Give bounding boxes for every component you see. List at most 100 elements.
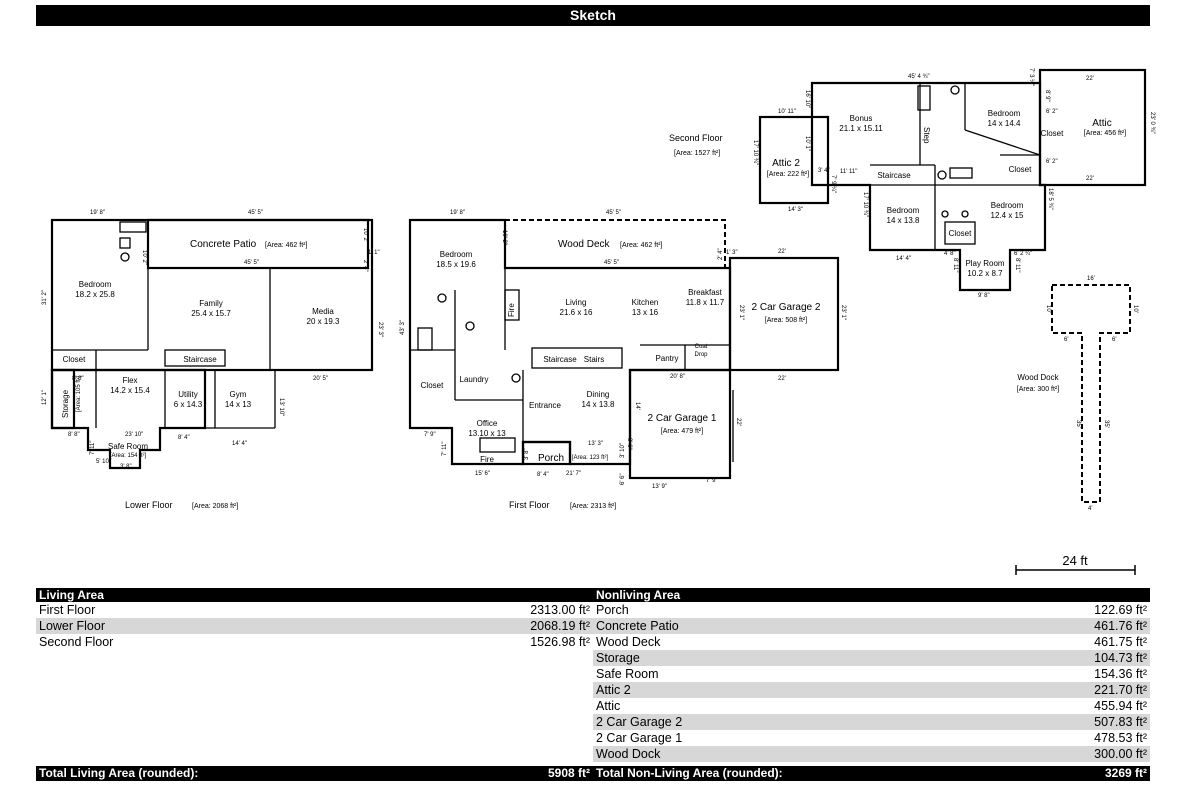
second-dim: 6' 2" (1046, 109, 1058, 115)
first-dim: 3' 10" (620, 443, 626, 458)
second-dim: 23' 0 ¾" (1149, 112, 1155, 134)
first-dim: 22' (778, 249, 786, 255)
attic-area: [Area: 456 ft²] (1084, 130, 1126, 137)
first-dim: 43' 3" (400, 320, 406, 335)
first-dim: 23' 1" (840, 305, 846, 320)
bonus-label: Bonus (850, 114, 873, 123)
row-label: Storage (596, 651, 640, 665)
lower-closet-label: Closet (63, 355, 86, 364)
bonus-dim: 21.1 x 15.11 (839, 124, 883, 133)
utility-label: Utility (178, 390, 198, 399)
second-floor-plan: Bonus 21.1 x 15.11 Step Bedroom 14 x 14.… (752, 68, 1155, 299)
row-value: 507.83 ft² (1094, 715, 1147, 729)
lower-dim: 23' 3" (377, 322, 383, 337)
second-staircase-label: Staircase (877, 171, 911, 180)
office-dim: 13.10 x 13 (468, 429, 506, 438)
table-row: Safe Room 154.36 ft² (593, 666, 1150, 682)
sketch-title-bar: Sketch (36, 5, 1150, 26)
second-dim: 4' 8" (944, 251, 956, 257)
first-dim: 6' 6" (620, 473, 626, 485)
lower-dim: 8' 8" (72, 376, 84, 382)
row-value: 2068.19 ft² (530, 619, 590, 633)
second-closet-1-label: Closet (1041, 129, 1064, 138)
stairs-label: Stairs (584, 355, 604, 364)
dock-dim: 6' (1112, 337, 1116, 343)
lower-dim: 1' 1" (368, 250, 380, 256)
first-dim: 45' 5" (606, 210, 621, 216)
bathtub-icon (917, 85, 931, 111)
wood-dock-label: Wood Dock (1017, 373, 1059, 382)
first-bedroom-label: Bedroom (440, 250, 473, 259)
lower-dim: 14' 4" (232, 441, 247, 447)
lower-bedroom-label: Bedroom (79, 280, 112, 289)
fireplace-icon (504, 289, 520, 321)
attic-2-label: Attic 2 (772, 158, 800, 169)
table-row: Second Floor 1526.98 ft² (36, 634, 593, 650)
drop-label: Drop (694, 352, 708, 358)
dining-dim: 14 x 13.8 (582, 400, 615, 409)
row-label: Safe Room (596, 667, 659, 681)
office-label: Office (477, 419, 498, 428)
wood-dock-plan: Wood Dock [Area: 300 ft²] 16' 10' 10' 6'… (1017, 276, 1138, 512)
row-label: Wood Deck (596, 635, 661, 649)
first-dim: 19' 8" (450, 210, 465, 216)
lower-dim: 45' 5" (244, 260, 259, 266)
wood-deck-outline (504, 219, 726, 269)
laundry-label: Laundry (460, 375, 489, 384)
second-dim: 22' (1086, 76, 1094, 82)
row-value: 122.69 ft² (1094, 603, 1147, 617)
gym-label: Gym (230, 390, 247, 399)
first-dim: 8' 4" (537, 472, 549, 478)
scale-bar: 24 ft (1015, 553, 1136, 575)
first-floor-area: [Area: 2313 ft²] (570, 503, 616, 510)
row-value: 154.36 ft² (1094, 667, 1147, 681)
family-dim: 25.4 x 15.7 (191, 309, 231, 318)
row-label: Attic (596, 699, 621, 713)
first-dim: 7' 11" (442, 441, 448, 456)
toilet-icon (950, 85, 960, 95)
porch-area: [Area: 123 ft²] (572, 455, 609, 461)
lower-floor-area: [Area: 2068 ft²] (192, 503, 238, 510)
table-row: Wood Dock 300.00 ft² (593, 746, 1150, 762)
lower-dim: 10' 2" (362, 228, 368, 243)
first-dim: 3' 8" (524, 448, 530, 460)
fireplace-label: Fire (507, 303, 516, 317)
row-value: 104.73 ft² (1094, 651, 1147, 665)
second-wall (964, 129, 1041, 156)
flex-dim: 14.2 x 15.4 (110, 386, 150, 395)
living-area-column: Living Area First Floor 2313.00 ft² Lowe… (36, 588, 593, 650)
floor-plan-sketch: Concrete Patio [Area: 462 ft²] Bedroom 1… (42, 68, 1155, 575)
first-dim: 7' 9" (424, 432, 436, 438)
first-dim: 22' (735, 418, 741, 426)
dock-dim: 10' (1132, 305, 1138, 313)
first-dim: 22' (778, 376, 786, 382)
washer-icon (417, 327, 433, 351)
first-dim: 7' 9" (706, 478, 718, 484)
porch-outline (521, 440, 572, 466)
attic-2-outline (758, 115, 830, 205)
second-bedroom-3-label: Bedroom (991, 201, 1024, 210)
family-label: Family (199, 299, 223, 308)
lower-dim: 10' 2" (141, 250, 147, 265)
second-bedroom-2-dim: 14 x 13.8 (887, 216, 920, 225)
row-value: 455.94 ft² (1094, 699, 1147, 713)
lower-dim: 7' 11" (90, 440, 96, 455)
second-closet-3-label: Closet (949, 229, 972, 238)
row-label: Second Floor (39, 635, 114, 649)
second-dim: 8' 11" (952, 258, 958, 273)
row-value: 461.76 ft² (1094, 619, 1147, 633)
second-dim: 7' 3 ½" (1028, 68, 1035, 86)
second-dim: 14' 4" (896, 256, 911, 262)
table-row: First Floor 2313.00 ft² (36, 602, 593, 618)
safe-room-area: [Area: 154 ft²] (110, 453, 147, 459)
first-dim: 15' 6" (475, 471, 490, 477)
garage-2-area: [Area: 508 ft²] (765, 317, 807, 324)
attic-label: Attic (1092, 118, 1111, 129)
second-dim: 8' 9" (1044, 90, 1050, 102)
attic-2-area: [Area: 222 ft²] (767, 171, 809, 178)
row-value: 221.70 ft² (1094, 683, 1147, 697)
second-bedroom-2-label: Bedroom (887, 206, 920, 215)
fireplace-icon (479, 437, 516, 453)
total-nonliving-label: Total Non-Living Area (rounded): (596, 766, 783, 780)
lower-dim: 8' 4" (178, 435, 190, 441)
